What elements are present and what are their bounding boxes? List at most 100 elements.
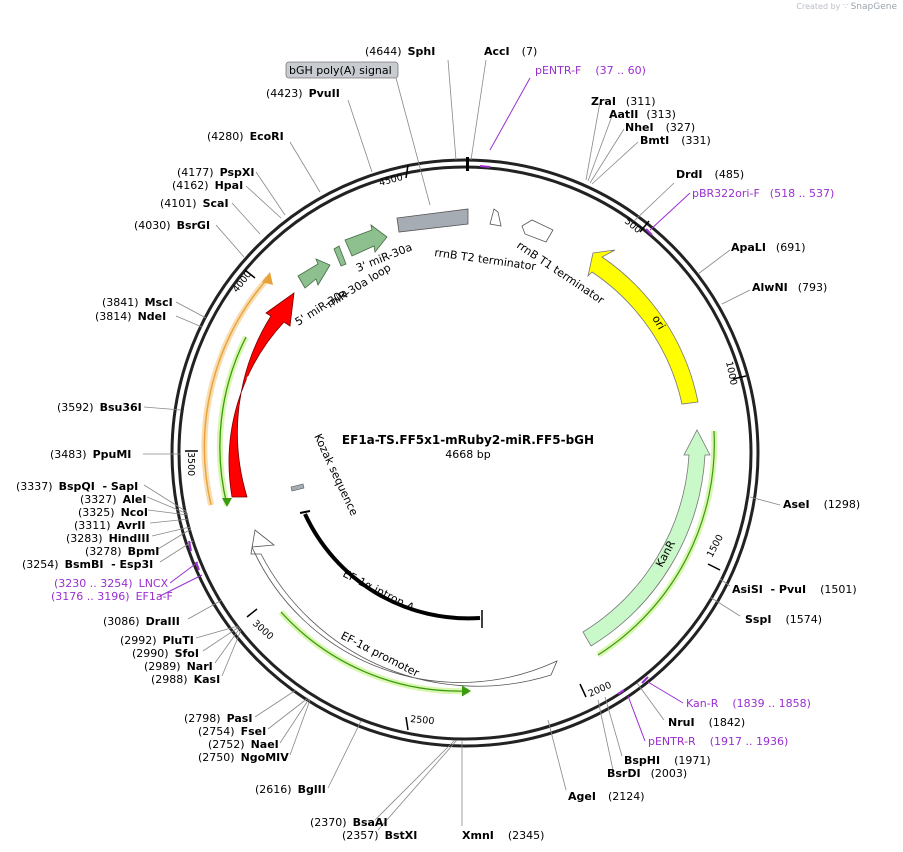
feature-ef1a-intron[interactable] (303, 513, 481, 621)
site-pvuii[interactable]: (4423)PvuII (266, 87, 340, 100)
site-bpmi[interactable]: (3278)BpmI (85, 545, 159, 558)
site-bspqi-sapi[interactable]: (3337)BspQI - SapI (16, 480, 138, 493)
leader-sspi (709, 596, 741, 617)
site-zrai-name: ZraI (591, 95, 616, 108)
leader-pentr-f (489, 77, 531, 151)
site-draiii[interactable]: (3086)DraIII (103, 615, 180, 628)
site-ndei[interactable]: (3814)NdeI (95, 310, 166, 323)
site-fsei[interactable]: (2754)FseI (198, 725, 266, 738)
site-nari[interactable]: (2989)NarI (144, 660, 213, 673)
snapgene-logo-icon: ∵ (842, 2, 849, 11)
primer-pentr-f-range: (37 .. 60) (595, 64, 646, 77)
site-aatii[interactable]: AatII(313) (609, 108, 676, 121)
primer-ef1a-f[interactable]: (3176 .. 3196)EF1a-F (51, 590, 173, 603)
site-bsmbi-esp3i[interactable]: (3254) BsmBI - Esp3I (22, 558, 153, 571)
site-bsaai[interactable]: (2370)BsaAI (310, 816, 388, 829)
site-apali[interactable]: ApaLI(691) (731, 241, 806, 254)
site-leaders (143, 59, 781, 831)
leader-alei (146, 496, 189, 515)
feature-5-mir30a[interactable] (297, 258, 331, 289)
origin-marker (466, 157, 469, 171)
leader-apali (697, 249, 731, 275)
site-bmti[interactable]: BmtI(331) (640, 134, 711, 147)
site-hindiii[interactable]: (3283)HindIII (66, 532, 150, 545)
site-bsrdi[interactable]: BsrDI(2003) (607, 767, 687, 780)
primer-pentr-f[interactable]: pENTR-F(37 .. 60) (535, 64, 646, 77)
feature-mir30a-loop[interactable] (333, 245, 347, 267)
site-avrii[interactable]: (3311)AvrII (74, 519, 145, 532)
site-msci[interactable]: (3841)MscI (102, 296, 173, 309)
site-ppumi[interactable]: (3483)PpuMI (50, 448, 131, 461)
site-sfoi[interactable]: (2990)SfoI (132, 647, 199, 660)
site-pluti[interactable]: (2992) PluTI (120, 634, 194, 647)
site-pluti-pos: (2992) (120, 634, 157, 647)
site-xmni[interactable]: XmnI(2345) (462, 829, 544, 842)
feature-ori[interactable] (587, 249, 699, 405)
feature-rrnb-t2[interactable] (489, 208, 502, 227)
primer-pentr-r[interactable]: pENTR-R(1917 .. 1936) (648, 735, 788, 748)
leader-ngomiv (289, 699, 311, 756)
primer-kan-r-range: (1839 .. 1858) (732, 697, 811, 710)
site-asei[interactable]: AseI(1298) (783, 498, 860, 511)
feature-ef1a-promoter[interactable] (250, 529, 558, 687)
feature-bgh-polya[interactable] (396, 208, 469, 233)
site-sspi[interactable]: SspI(1574) (745, 613, 822, 626)
feature-3-mir30a[interactable] (344, 224, 388, 257)
primer-pbr322ori-f[interactable]: pBR322ori-F(518 .. 537) (692, 187, 834, 200)
feature-rrnb-t1[interactable] (521, 219, 554, 243)
site-scai[interactable]: (4101)ScaI (160, 197, 229, 210)
site-bsrgi[interactable]: (4030)BsrGI (134, 219, 210, 232)
site-bpmi-pos: (3278) (85, 545, 122, 558)
feature-mruby2[interactable] (228, 292, 295, 498)
site-zrai[interactable]: ZraI (311) (591, 95, 656, 108)
site-ngomiv[interactable]: (2750)NgoMIV (198, 751, 289, 764)
feature-orf-inner-arrowhead (222, 498, 232, 507)
site-bstxi[interactable]: (2357)BstXI (342, 829, 417, 842)
site-bsmbi-pos: (3254) (22, 558, 59, 571)
site-bglii-pos: (2616) (255, 783, 292, 796)
site-sphi[interactable]: (4644)SphI (365, 45, 435, 58)
leader-hpai (245, 185, 282, 219)
leader-bsrgi (215, 224, 245, 258)
feature-ef1a-promoter-orf (280, 611, 467, 692)
feature-kanr[interactable] (582, 429, 711, 647)
site-bglii[interactable]: (2616)BglII (255, 783, 326, 796)
site-alwni[interactable]: AlwNI(793) (752, 281, 827, 294)
snapgene-watermark: Created by ∵ SnapGene (796, 2, 897, 12)
primer-kan-r[interactable]: Kan-R(1839 .. 1858) (686, 697, 811, 710)
site-bsu36i[interactable]: (3592)Bsu36I (57, 401, 142, 414)
tick-label-2500: 2500 (410, 714, 435, 727)
site-ncoi[interactable]: (3325)NcoI (78, 506, 148, 519)
site-alwni-pos: (793) (798, 281, 828, 294)
site-bsu36i-pos: (3592) (57, 401, 94, 414)
site-nrui[interactable]: NruI(1842) (668, 716, 745, 729)
site-sspi-name: SspI (745, 613, 771, 626)
site-pspxi[interactable]: (4177)PspXI (177, 166, 254, 179)
site-asisi-pvui[interactable]: AsiSI - PvuI(1501) (732, 583, 857, 596)
site-drdi[interactable]: DrdI(485) (676, 168, 744, 181)
primer-pbr322ori-f-name: pBR322ori-F (692, 187, 760, 200)
site-ecori-pos: (4280) (207, 130, 244, 143)
site-bsphi[interactable]: BspHI(1971) (624, 754, 711, 767)
primer-mark-kan-r (641, 676, 649, 684)
site-zrai-pos: (311) (626, 95, 656, 108)
site-bsmbi-name: BsmBI - Esp3I (65, 558, 154, 571)
feature-kozak[interactable] (290, 483, 305, 492)
site-alei[interactable]: (3327)AleI (80, 493, 146, 506)
site-naei[interactable]: (2752)NaeI (208, 738, 279, 751)
site-bstxi-name: BstXI (385, 829, 418, 842)
site-kasi[interactable]: (2988)KasI (151, 673, 220, 686)
site-agei-pos: (2124) (608, 790, 645, 803)
site-xmni-name: XmnI (462, 829, 494, 842)
site-acci[interactable]: AccI(7) (484, 45, 537, 58)
site-pluti-name: PluTI (163, 634, 194, 647)
site-agei[interactable]: AgeI(2124) (568, 790, 645, 803)
leader-ef1a-f (159, 574, 203, 597)
site-nhei[interactable]: NheI(327) (625, 121, 695, 134)
site-bmti-name: BmtI (640, 134, 669, 147)
primer-lncx[interactable]: (3230 .. 3254)LNCX (54, 577, 169, 590)
primer-pentr-r-name: pENTR-R (648, 735, 696, 748)
site-pasi[interactable]: (2798)PasI (184, 712, 252, 725)
site-ecori[interactable]: (4280)EcoRI (207, 130, 284, 143)
site-hpai[interactable]: (4162)HpaI (172, 179, 243, 192)
